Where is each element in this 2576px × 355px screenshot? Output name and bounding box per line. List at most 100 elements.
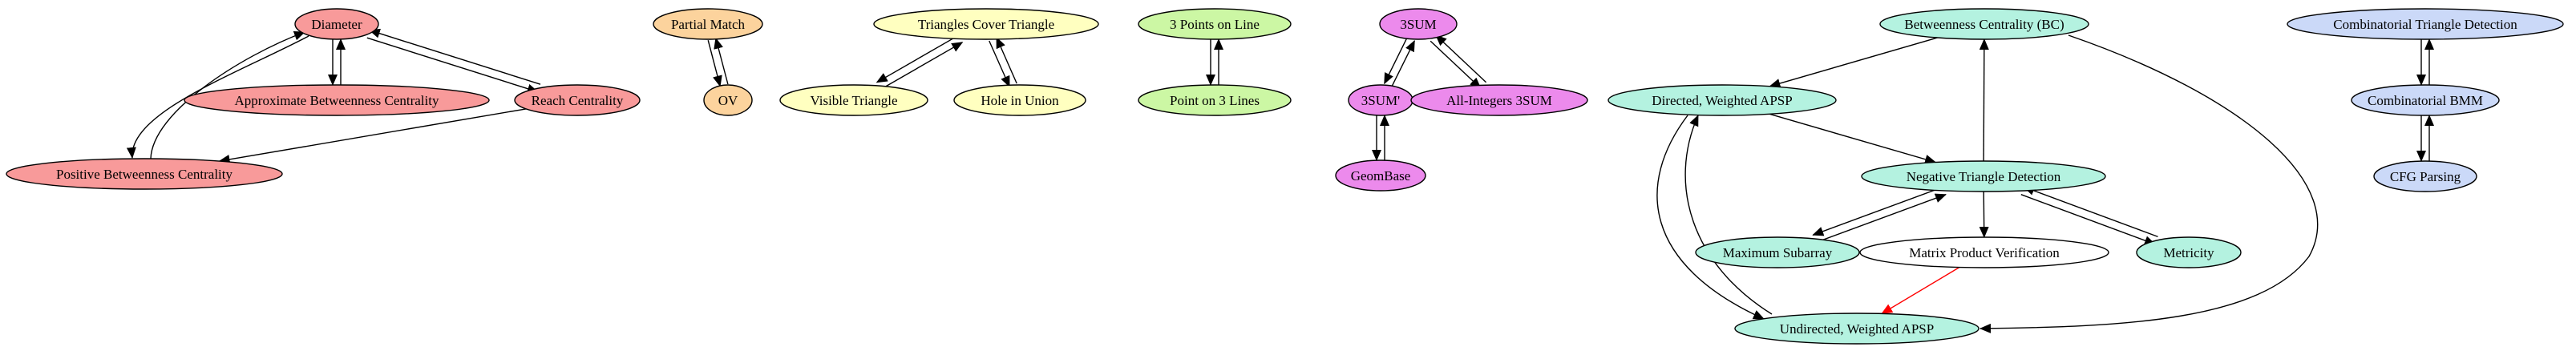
edge-bc-to-dir_apsp	[1769, 37, 1938, 88]
node-shape	[1734, 313, 1980, 345]
node-label: 3SUM	[1400, 17, 1436, 32]
node-shape	[2351, 84, 2500, 116]
node-label: 3 Points on Line	[1170, 17, 1260, 32]
node-neg-tri: Negative Triangle Detection	[1861, 160, 2106, 192]
node-shape	[703, 84, 753, 116]
node-label: Negative Triangle Detection	[1907, 169, 2061, 184]
node-bc: Betweenness Centrality (BC)	[1879, 8, 2089, 40]
node-label: Directed, Weighted APSP	[1652, 93, 1792, 108]
node-shape	[1861, 160, 2106, 192]
node-comb-bmm: Combinatorial BMM	[2351, 84, 2500, 116]
node-shape	[1410, 84, 1588, 116]
edge-diameter-to-pos_bc	[126, 35, 309, 159]
node-label: Metricity	[2163, 245, 2214, 260]
edge-max_sub-to-neg_tri	[1815, 193, 1947, 244]
node-label: Visible Triangle	[810, 93, 897, 108]
node-shape	[953, 84, 1086, 116]
node-all-int: All-Integers 3SUM	[1410, 84, 1588, 116]
node-label: 3SUM'	[1361, 93, 1400, 108]
node-shape	[6, 158, 283, 190]
node-max-sub: Maximum Subarray	[1695, 236, 1860, 268]
node-dir-apsp: Directed, Weighted APSP	[1607, 84, 1837, 116]
node-label: Triangles Cover Triangle	[918, 17, 1054, 32]
node-shape	[1607, 84, 1837, 116]
node-metricity: Metricity	[2136, 236, 2242, 268]
node-reach: Reach Centrality	[514, 84, 641, 116]
edge-dir_apsp-to-undir_apsp	[1656, 115, 1765, 320]
node-label: Betweenness Centrality (BC)	[1904, 17, 2064, 32]
node-shape	[653, 8, 763, 40]
node-partial-match: Partial Match	[653, 8, 763, 40]
node-label: Combinatorial Triangle Detection	[2333, 17, 2517, 32]
node-label: Undirected, Weighted APSP	[1780, 321, 1934, 337]
node-shape	[2373, 160, 2477, 192]
edge-metricity-to-neg_tri	[2023, 186, 2158, 238]
node-ov: OV	[703, 84, 753, 116]
node-shape	[873, 8, 1099, 40]
node-label: Approximate Betweenness Centrality	[235, 93, 439, 108]
node-shape	[184, 84, 490, 116]
edge-hole_union-to-tri_cover	[996, 36, 1017, 84]
node-label: OV	[718, 93, 738, 108]
node-label: Matrix Product Verification	[1909, 245, 2060, 260]
node-shape	[514, 84, 641, 116]
node-shape	[2287, 8, 2564, 40]
edge-bc-to-undir_apsp	[1980, 34, 2319, 333]
edge-neg_tri-to-max_sub	[1812, 186, 1943, 236]
node-three-pts: 3 Points on Line	[1138, 8, 1292, 40]
node-shape	[1859, 236, 2109, 268]
edges-layer	[126, 28, 2434, 333]
node-shape	[1138, 8, 1292, 40]
node-threesum-prime: 3SUM'	[1348, 84, 1413, 116]
node-label: Reach Centrality	[532, 93, 624, 108]
node-threesum: 3SUM	[1379, 8, 1458, 40]
node-mpv: Matrix Product Verification	[1859, 236, 2109, 268]
edge-tri_cover-to-visible_tri	[876, 34, 959, 83]
node-shape	[1879, 8, 2089, 40]
node-shape	[779, 84, 928, 116]
edge-mpv-to-undir_apsp	[1881, 266, 1960, 315]
edge-tri_cover-to-hole_union	[989, 40, 1010, 88]
node-shape	[1138, 84, 1292, 116]
edge-threesum-to-all_int	[1430, 40, 1482, 89]
node-geombase: GeomBase	[1335, 159, 1426, 192]
edge-threesum-to-threesum_prime	[1384, 37, 1408, 85]
node-comb-tri: Combinatorial Triangle Detection	[2287, 8, 2564, 40]
edge-neg_tri-to-metricity	[2020, 194, 2156, 245]
node-label: Hole in Union	[981, 93, 1059, 108]
node-shape	[1335, 159, 1426, 192]
node-diameter: Diameter	[294, 8, 379, 40]
node-label: Partial Match	[671, 17, 746, 32]
edge-threesum_prime-to-threesum	[1390, 40, 1415, 88]
node-label: CFG Parsing	[2390, 169, 2461, 184]
edge-pos_bc-to-diameter	[150, 30, 305, 159]
node-label: Diameter	[311, 17, 362, 32]
node-undir-apsp: Undirected, Weighted APSP	[1734, 313, 1980, 345]
edge-dir_apsp-to-neg_tri	[1769, 113, 1937, 164]
node-label: Combinatorial BMM	[2368, 93, 2483, 108]
node-cfg: CFG Parsing	[2373, 160, 2477, 192]
node-label: Positive Betweenness Centrality	[56, 167, 233, 182]
edge-ov-to-partial_match	[714, 37, 729, 85]
edge-reach-to-diameter	[368, 28, 541, 85]
edge-reach-to-pos_bc	[218, 108, 527, 164]
node-shape	[1379, 8, 1458, 40]
edge-undir_apsp-to-dir_apsp	[1684, 115, 1773, 315]
node-shape	[294, 8, 379, 40]
node-pt-three-lines: Point on 3 Lines	[1138, 84, 1292, 116]
edge-diameter-to-reach	[366, 37, 539, 94]
node-shape	[2136, 236, 2242, 268]
node-label: GeomBase	[1351, 168, 1411, 184]
node-label: Maximum Subarray	[1723, 245, 1833, 260]
node-hole-union: Hole in Union	[953, 84, 1086, 116]
edge-visible_tri-to-tri_cover	[880, 42, 964, 91]
node-visible-tri: Visible Triangle	[779, 84, 928, 116]
edge-all_int-to-threesum	[1435, 34, 1487, 83]
node-label: All-Integers 3SUM	[1446, 93, 1552, 108]
node-shape	[1695, 236, 1860, 268]
node-pos-bc: Positive Betweenness Centrality	[6, 158, 283, 190]
node-approx-bc: Approximate Betweenness Centrality	[184, 84, 490, 116]
node-label: Point on 3 Lines	[1170, 93, 1260, 108]
